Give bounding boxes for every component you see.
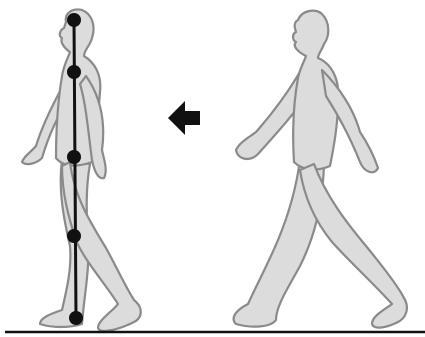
walking-figure-aligned bbox=[22, 10, 141, 331]
shoulder-joint-dot bbox=[67, 65, 81, 79]
hip-joint-dot bbox=[67, 150, 81, 164]
walking-direction-arrow-icon bbox=[168, 101, 200, 135]
head-joint-dot bbox=[67, 13, 81, 27]
alignment-line bbox=[74, 20, 76, 318]
walking-figure bbox=[234, 11, 407, 328]
right-figure-front-leg bbox=[300, 164, 407, 328]
knee-joint-dot bbox=[67, 229, 81, 243]
ankle-joint-dot bbox=[69, 311, 83, 325]
